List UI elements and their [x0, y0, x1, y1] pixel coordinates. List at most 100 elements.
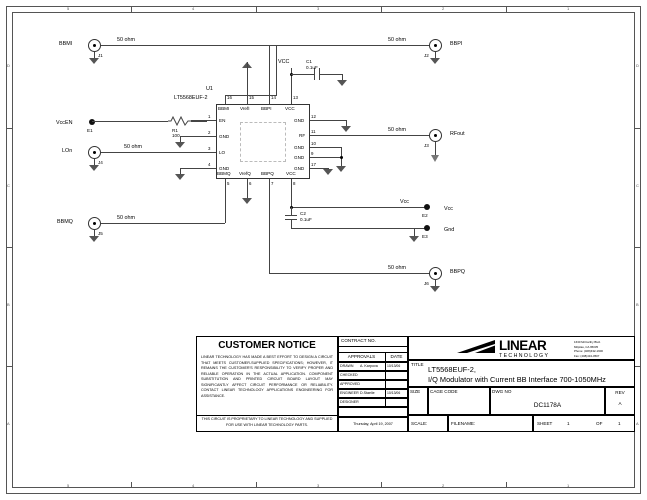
- net-bbmi-drop: [276, 45, 277, 95]
- refdes-j5: J5: [98, 231, 103, 236]
- zone-tick: [6, 128, 12, 129]
- ground-symbol-vrefq: [242, 198, 252, 204]
- dwgno-cell: [490, 387, 605, 415]
- pin-name-EN: EN: [219, 118, 226, 123]
- title-line-1: LT5568EUF-2,: [428, 365, 476, 374]
- pin-number-3: 3: [208, 146, 211, 151]
- port-label-vccen: VccEN: [56, 120, 73, 126]
- sheet-label: SHEET: [537, 421, 553, 426]
- connector-j1[interactable]: [88, 39, 101, 52]
- pin-number-9: 9: [311, 151, 314, 156]
- of-label: OF: [596, 421, 603, 426]
- testpoint-e3[interactable]: [424, 225, 430, 231]
- pin-name-BBPI: BBPI: [261, 106, 272, 111]
- net-gnd-rail: [291, 228, 427, 229]
- testpoint-e1[interactable]: [89, 119, 95, 125]
- net-vcc-top: [291, 68, 292, 95]
- contract-label: CONTRACT NO.: [341, 338, 376, 343]
- drawing-frame-outer: [6, 6, 641, 494]
- of-value: 1: [618, 421, 621, 426]
- refdes-j6: J6: [424, 281, 429, 286]
- scale-cell: [408, 415, 448, 432]
- resistor-r1: [168, 115, 192, 127]
- pin-name-VCC-bottom: VCC: [286, 171, 296, 176]
- rev-label: REV: [615, 390, 625, 395]
- zone-tick: [6, 247, 12, 248]
- cage-cell: [428, 387, 490, 415]
- pin-name-GND-2: GND: [219, 134, 230, 139]
- net-c2-bottom: [291, 219, 292, 229]
- gnd-stub-pin2: [180, 136, 181, 142]
- net-label-vcc-top: VCC: [278, 59, 290, 65]
- ground-symbol-pin2: [175, 142, 185, 148]
- net-bbmi-to-pin16: [225, 95, 277, 96]
- ground-symbol-pin12: [341, 126, 351, 132]
- ic-lt5568euf2-body[interactable]: [216, 104, 310, 179]
- gnd-stub-j2: [435, 52, 436, 58]
- net-bbpq: [269, 273, 435, 274]
- connector-j5[interactable]: [88, 217, 101, 230]
- refdes-r1: R1: [172, 128, 178, 133]
- pin-name-BBMQ: BBMQ: [217, 171, 231, 176]
- zone-label-right: B: [636, 302, 639, 307]
- date-header-cell: [385, 352, 408, 362]
- port-label-bbpi: BBPI: [450, 41, 463, 47]
- dwgno-label: DWG NO: [492, 389, 512, 394]
- zone-tick: [506, 6, 507, 12]
- approval-date-cell: [385, 380, 408, 389]
- company-address: 1630 McCarthy Blvd. Milpitas, CA 95035 P…: [574, 340, 603, 358]
- junction-dot-gnd: [340, 156, 343, 159]
- pin-stub-13: [291, 95, 292, 104]
- trace-label-50ohm-rf: 50 ohm: [388, 127, 406, 133]
- pin-stub-5: [225, 179, 226, 188]
- pin-stub-3: [207, 152, 216, 153]
- net-vccen-to-pin1: [191, 120, 207, 121]
- gnd-stub-j6: [435, 280, 436, 286]
- net-vccen-b: [191, 121, 207, 122]
- gnd-stub-j3: [435, 142, 436, 155]
- ground-symbol-pin9-10: [336, 166, 346, 172]
- refdes-j3: J3: [424, 143, 429, 148]
- address-line-2: Milpitas, CA 95035: [574, 344, 599, 349]
- testpoint-e2[interactable]: [424, 204, 430, 210]
- pin-number-14: 14: [271, 95, 276, 100]
- gnd-stub: [94, 52, 95, 58]
- rev-value: A: [618, 401, 622, 406]
- zone-tick: [635, 247, 641, 248]
- size-label: SIZE: [410, 389, 421, 394]
- pin-name-BBPQ: BBPQ: [261, 171, 274, 176]
- approval-date-cell: [385, 362, 408, 371]
- gnd-stub-pin4: [180, 168, 181, 174]
- pin-stub-10: [310, 147, 319, 148]
- zone-label-right: A: [636, 421, 639, 426]
- gnd-stub-j4: [94, 159, 95, 165]
- trace-label-50ohm: 50 ohm: [117, 37, 135, 43]
- gnd-stub-pin12: [346, 120, 347, 126]
- zone-label-top: 5: [67, 6, 70, 11]
- connector-j6[interactable]: [429, 267, 442, 280]
- ground-symbol-j6: [430, 286, 440, 292]
- zone-label-left: A: [7, 421, 10, 426]
- pin-stub-16: [225, 95, 226, 104]
- capacitor-c1-plate-a: [314, 68, 315, 80]
- customer-notice-body: LINEAR TECHNOLOGY HAS MADE A BEST EFFORT…: [201, 355, 333, 398]
- approval-role: DESIGNER: [340, 399, 359, 404]
- dwgno-value: DC1178A: [533, 402, 562, 409]
- sheet-value: 1: [567, 421, 570, 426]
- zone-tick: [635, 128, 641, 129]
- connector-j2[interactable]: [429, 39, 442, 52]
- connector-j4[interactable]: [88, 146, 101, 159]
- net-c1-right: [320, 74, 343, 75]
- pin-number-2: 2: [208, 130, 211, 135]
- zone-label-left: B: [7, 302, 10, 307]
- zone-label-bottom: 3: [317, 483, 320, 488]
- net-vrefi: [247, 68, 248, 95]
- connector-j3[interactable]: [429, 129, 442, 142]
- zone-label-bottom: 4: [192, 483, 195, 488]
- pin-name-GND-10: GND: [294, 145, 305, 150]
- approval-date-cell: [385, 398, 408, 407]
- net-vccen-a: [92, 121, 168, 122]
- pin-name-VrefQ: VrefQ: [239, 171, 251, 176]
- zone-tick: [381, 6, 382, 12]
- customer-notice-footer: THIS CIRCUIT IS PROPRIETARY TO LINEAR TE…: [201, 417, 333, 427]
